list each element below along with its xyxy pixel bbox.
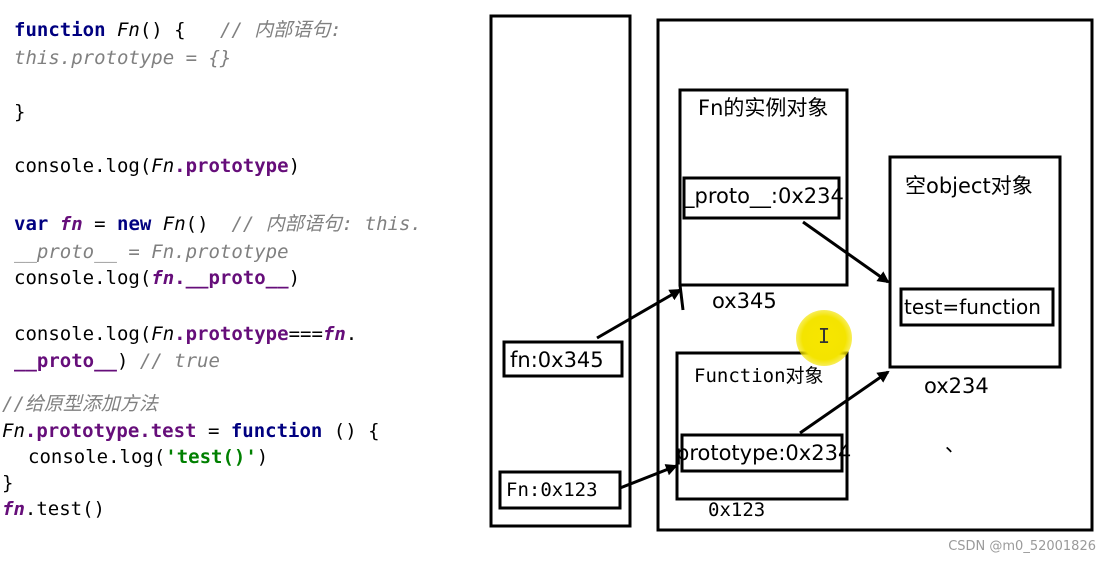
prototype-prop: .prototype. — [24, 420, 151, 442]
var-fn: fn — [59, 213, 83, 235]
close-paren: ) — [288, 155, 301, 177]
code-line-14: fn.test() — [2, 497, 105, 521]
heap-region — [656, 18, 1094, 532]
test-prop: test — [150, 420, 197, 442]
stack-Fn-var: Fn:0x123 — [506, 479, 598, 501]
fn-ref: fn — [151, 267, 175, 289]
cursor-highlight — [796, 310, 852, 366]
stack-region — [489, 14, 632, 528]
empty-object-box — [888, 155, 1062, 369]
log-method: .log( — [94, 267, 152, 289]
code-line-10: //给原型添加方法 — [2, 393, 158, 415]
stack-fn-var-box — [502, 340, 624, 378]
function-object-title: Function对象 — [694, 365, 824, 387]
arrow-fn-to-instance — [596, 288, 682, 340]
keyword-var: var — [14, 213, 49, 235]
watermark: CSDN @m0_52001826 — [948, 539, 1096, 554]
code-line-7: console.log(fn.__proto__) — [14, 266, 300, 290]
proto-prop: .__proto__ — [174, 267, 289, 289]
code-line-8: console.log(Fn.prototype===fn. — [14, 322, 357, 346]
console-obj: console — [14, 323, 95, 345]
test-prop-label: test=function — [904, 295, 1041, 319]
code-panel: function Fn() { // 内部语句: this.prototype … — [0, 0, 480, 564]
fn-ref-2: fn — [322, 323, 346, 345]
fn-ref: fn — [2, 498, 25, 520]
fn-ref: Fn — [151, 155, 175, 177]
log-method: .log( — [94, 155, 152, 177]
dot: . — [345, 323, 358, 345]
empty-object-title: 空object对象 — [905, 174, 1033, 198]
stack-Fn-var-box — [498, 470, 622, 510]
code-line-6: __proto__ = Fn.prototype — [14, 241, 289, 263]
keyword-function: function — [14, 19, 106, 41]
console-obj: console — [28, 446, 109, 468]
close-paren: ) — [116, 350, 129, 372]
string-literal: 'test()' — [165, 446, 257, 468]
fn-body-open: () { — [322, 420, 380, 442]
paren: () { — [139, 19, 186, 41]
test-prop-box — [899, 287, 1055, 327]
prototype-prop: .prototype — [174, 155, 289, 177]
proto-prop: __proto__ — [14, 350, 117, 372]
strict-equals: === — [288, 323, 323, 345]
function-object-box — [675, 351, 849, 501]
stray-mark: 、 — [945, 432, 965, 456]
code-line-4: console.log(Fn.prototype) — [14, 154, 300, 178]
instance-object-title: Fn的实例对象 — [698, 96, 829, 120]
code-line-1: function Fn() { // 内部语句: — [14, 18, 342, 42]
console-obj: console — [14, 267, 95, 289]
code-line-2: this.prototype = {} — [14, 47, 232, 69]
close-paren: ) — [256, 446, 269, 468]
stack-fn-var: fn:0x345 — [510, 348, 604, 372]
comment: // 内部语句: this. — [231, 213, 422, 235]
arrow-Fn-to-function — [619, 464, 678, 490]
code-line-5: var fn = new Fn() // 内部语句: this. — [14, 212, 422, 236]
code-line-11: Fn.prototype.test = function () { — [2, 419, 380, 443]
function-prototype-label: prototype:0x234 — [676, 441, 852, 465]
console-obj: console — [14, 155, 95, 177]
ctor-ref: Fn — [162, 213, 186, 235]
code-line-3: } — [14, 101, 26, 123]
instance-proto-label: _proto__:0x234 — [684, 184, 844, 208]
code-line-13: } — [2, 472, 14, 494]
fn-ref: Fn — [2, 420, 25, 442]
fn-name: Fn — [116, 19, 140, 41]
empty-object-address: ox234 — [924, 374, 989, 398]
prototype-prop: .prototype — [174, 323, 289, 345]
code-line-9: __proto__) // true — [14, 349, 220, 373]
instance-proto-box — [682, 176, 841, 220]
instance-object-box — [678, 88, 849, 287]
test-call: .test() — [24, 498, 105, 520]
arrow-proto-to-empty — [802, 220, 890, 284]
function-address: 0x123 — [708, 499, 766, 521]
text-cursor-icon: I — [818, 324, 831, 348]
arrow-tail-mark — [678, 284, 685, 311]
fn-ref: Fn — [151, 323, 175, 345]
keyword-new: new — [117, 213, 152, 235]
keyword-function: function — [230, 420, 323, 442]
comment: // true — [139, 350, 220, 372]
arrow-prototype-to-empty — [799, 370, 890, 435]
log-method: .log( — [94, 323, 152, 345]
call-paren: () — [185, 213, 209, 235]
instance-address: ox345 — [712, 289, 777, 313]
code-line-12: console.log('test()') — [28, 445, 268, 469]
equals: = — [82, 213, 117, 235]
equals: = — [196, 420, 231, 442]
comment: // 内部语句: — [219, 19, 342, 41]
function-prototype-box — [680, 433, 844, 473]
log-method: .log( — [108, 446, 166, 468]
close-paren: ) — [288, 267, 301, 289]
